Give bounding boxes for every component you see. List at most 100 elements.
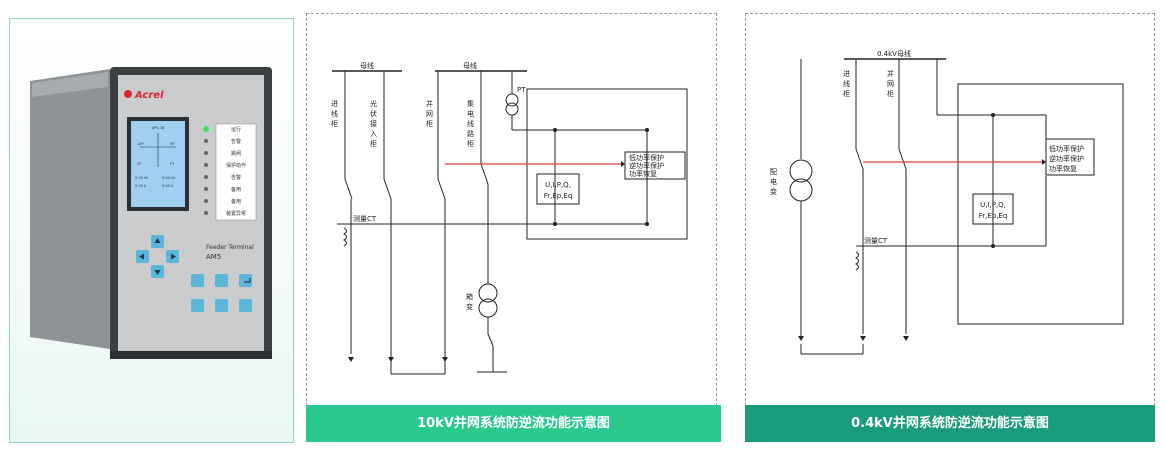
cabinet-label: 线	[331, 109, 338, 118]
arrow-down-icon	[154, 270, 161, 275]
led-label: 备用	[231, 198, 241, 205]
transformer-label: 变	[770, 187, 777, 196]
measurement-label: Fr,Ep,Eq	[544, 192, 573, 200]
measurement-box	[536, 173, 580, 205]
lcd-line: 0.00 A	[135, 184, 147, 188]
feeder-terminal-illustration: Acrel APS-3B 10P 5P 2P PT 0.00 kV 0.00 k…	[30, 67, 272, 359]
lcd-line: 5P	[170, 142, 174, 146]
cabinet-label: 路	[467, 129, 474, 138]
cabinet-label: 柜	[370, 139, 377, 148]
lcd-line: APS-3B	[152, 126, 165, 130]
menu-key-button[interactable]	[191, 274, 204, 287]
led-label: 装置异常	[226, 210, 246, 217]
cabinet-label: 电	[467, 109, 474, 118]
transformer-label: 变	[466, 302, 473, 311]
function-keypad[interactable]	[191, 274, 252, 312]
protection-label: 功率恢复	[1049, 164, 1077, 173]
f1-key-button[interactable]	[215, 299, 228, 312]
model-label: AM5	[206, 253, 221, 261]
cabinet-label: 柜	[331, 119, 338, 128]
arrow-down-icon	[903, 336, 909, 341]
ct-label: 测量CT	[864, 237, 888, 245]
ct-label: 测量CT	[353, 215, 377, 223]
led-label: 运行	[231, 126, 241, 133]
lcd-line: 0.00 kV	[162, 176, 176, 180]
cabinet-label: 并	[426, 99, 433, 108]
enter-icon	[244, 278, 251, 283]
arrow-right-icon	[171, 253, 176, 260]
led-label: 备用	[231, 186, 241, 193]
breaker-switch	[437, 178, 446, 200]
device-panel: Acrel APS-3B 10P 5P 2P PT 0.00 kV 0.00 k…	[9, 18, 294, 443]
measurement-label: U,I,P,Q,	[545, 181, 571, 189]
cabinet-label: 接	[370, 119, 377, 128]
arrow-down-icon	[860, 336, 866, 341]
cabinet-label: 进	[331, 100, 338, 108]
enter-key-button[interactable]	[239, 274, 252, 287]
led-label: 告警	[231, 174, 241, 181]
transformer-label: 配	[770, 168, 777, 176]
arrow-up-icon	[154, 238, 161, 243]
breaker-switch	[855, 148, 864, 170]
led-label: 跳闸	[231, 150, 241, 157]
transformer-label: 电	[770, 177, 777, 186]
cabinet-label: 柜	[887, 89, 894, 98]
measurement-box	[972, 193, 1014, 225]
device-side	[30, 69, 110, 349]
measurement-label: U,I,P,Q,	[980, 201, 1006, 209]
cabinet-label: 柜	[467, 139, 474, 148]
nav-keypad[interactable]	[136, 235, 179, 278]
diagram-10kv: 母线 母线 PT 进 线 柜 光 伏 接 入 柜 并 网 柜 集 电 线 路 柜…	[331, 61, 688, 375]
diagram-04kv: 0.4kV母线 进 线 柜 并 网 柜 配 电 变 测量CT U,I,P,Q, …	[770, 49, 1124, 355]
measurement-label: Fr,Ep,Eq	[979, 212, 1008, 220]
caption-04kv: 0.4kV并网系统防逆流功能示意图	[745, 405, 1155, 442]
protection-label: 逆功率保护	[629, 161, 664, 170]
cabinet-label: 并	[887, 69, 894, 78]
reset-key-button[interactable]	[191, 299, 204, 312]
run-led-icon	[203, 126, 209, 132]
ct-coil-icon	[855, 251, 859, 271]
arrow-down-icon	[388, 357, 394, 362]
protection-box	[624, 151, 686, 180]
caption-10kv: 10kV并网系统防逆流功能示意图	[306, 405, 721, 442]
pt-label: PT	[517, 86, 526, 94]
cabinet-label: 柜	[426, 119, 433, 128]
arrow-down-icon	[348, 357, 354, 362]
cabinet-label: 集	[467, 99, 474, 108]
lcd-line: 0.00 A	[162, 184, 174, 188]
breaker-switch	[898, 148, 907, 170]
protection-label: 低功率保护	[1049, 144, 1084, 153]
protection-label: 功率恢复	[629, 169, 657, 178]
brand-label: Acrel	[134, 90, 164, 101]
protection-label: 逆功率保护	[1049, 154, 1084, 163]
lcd-line: PT	[170, 162, 175, 166]
cabinet-label: 伏	[370, 109, 377, 118]
cabinet-label: 进	[843, 70, 850, 78]
diagram-04kv-panel: 0.4kV母线 进 线 柜 并 网 柜 配 电 变 测量CT U,I,P,Q, …	[745, 13, 1155, 411]
protection-box	[1045, 138, 1095, 176]
ct-coil-icon	[343, 227, 347, 247]
pt-transformer-icon	[505, 93, 519, 107]
box-transformer-icon	[478, 283, 498, 303]
cabinet-label: 光	[370, 99, 377, 108]
cabinet-label: 入	[370, 130, 377, 138]
breaker-switch	[480, 163, 489, 185]
bus-label: 母线	[463, 61, 477, 70]
lcd-line: 10P	[137, 142, 144, 146]
breaker-switch	[344, 178, 353, 200]
diagram-10kv-panel: 母线 母线 PT 进 线 柜 光 伏 接 入 柜 并 网 柜 集 电 线 路 柜…	[306, 13, 717, 411]
distribution-transformer-icon	[789, 159, 813, 183]
bus-label: 0.4kV母线	[877, 49, 911, 58]
lcd-line: 0.00 kV	[135, 176, 149, 180]
cabinet-label: 柜	[843, 89, 850, 98]
arrow-down-icon	[442, 357, 448, 362]
esc-key-button[interactable]	[215, 274, 228, 287]
led-label: 告警	[231, 138, 241, 145]
lcd-line: 2P	[137, 162, 141, 166]
cabinet-label: 网	[887, 80, 894, 88]
indicator-led-group: 运行 告警 跳闸 保护动作 告警 备用 备用 装置异常	[203, 123, 257, 221]
arrow-left-icon	[139, 253, 144, 260]
cabinet-label: 线	[467, 119, 474, 128]
f2-key-button[interactable]	[239, 299, 252, 312]
bus-label: 母线	[360, 61, 374, 70]
